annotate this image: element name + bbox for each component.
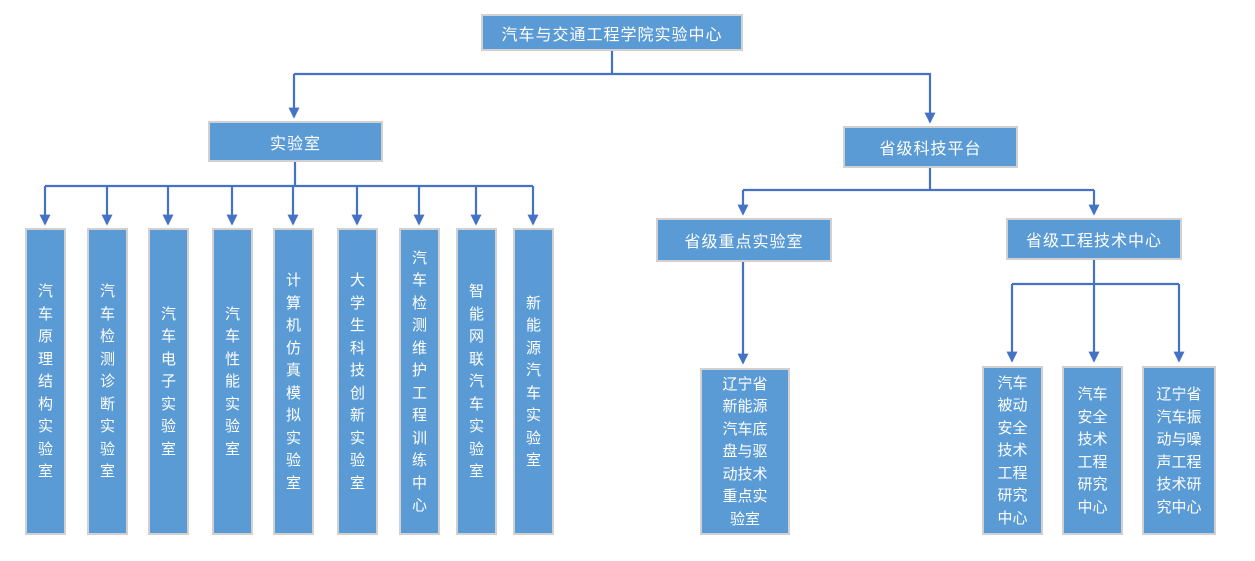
- node-eng-center-2: 汽车安全技术工程研究中心: [1062, 366, 1123, 535]
- node-key-lab-1-label: 辽宁省新能源汽车底盘与驱动技术重点实验室: [722, 374, 768, 528]
- node-lab-7: 汽车检测维护工程训练中心: [399, 228, 440, 535]
- node-eng-center-1: 汽车被动安全技术工程研究中心: [982, 366, 1043, 535]
- node-laboratories: 实验室: [208, 121, 383, 162]
- node-lab-6: 大学生科技创新实验室: [337, 228, 378, 535]
- node-root-label: 汽车与交通工程学院实验中心: [501, 24, 723, 44]
- node-provincial-key-lab-group: 省级重点实验室: [656, 218, 832, 262]
- node-lab-3-label: 汽车电子实验室: [160, 304, 176, 458]
- node-lab-9-label: 新能源汽车实验室: [525, 293, 541, 470]
- node-eng-center-1-label: 汽车被动安全技术工程研究中心: [997, 373, 1028, 527]
- node-lab-2: 汽车检测诊断实验室: [87, 228, 128, 535]
- node-eng-center-3: 辽宁省汽车振动与噪声工程技术研究中心: [1142, 366, 1216, 535]
- node-laboratories-label: 实验室: [269, 133, 321, 153]
- node-lab-3: 汽车电子实验室: [148, 228, 189, 535]
- node-lab-4-label: 汽车性能实验室: [224, 304, 240, 458]
- node-provincial-eng-center-group-label: 省级工程技术中心: [1025, 231, 1162, 250]
- node-lab-6-label: 大学生科技创新实验室: [349, 271, 365, 492]
- node-lab-5: 计算机仿真模拟实验室: [273, 228, 314, 535]
- node-eng-center-2-label: 汽车安全技术工程研究中心: [1077, 385, 1108, 516]
- node-lab-2-label: 汽车检测诊断实验室: [99, 282, 115, 481]
- node-lab-7-label: 汽车检测维护工程训练中心: [411, 248, 427, 515]
- node-eng-center-3-label: 辽宁省汽车振动与噪声工程技术研究中心: [1156, 385, 1202, 516]
- node-lab-1-label: 汽车原理结构实验室: [37, 282, 53, 481]
- node-provincial-platform-label: 省级科技平台: [879, 139, 982, 158]
- node-lab-8-label: 智能网联汽车实验室: [468, 282, 484, 481]
- node-lab-1: 汽车原理结构实验室: [25, 228, 66, 535]
- node-provincial-key-lab-group-label: 省级重点实验室: [684, 232, 804, 251]
- node-provincial-platform: 省级科技平台: [843, 126, 1018, 168]
- node-lab-8: 智能网联汽车实验室: [456, 228, 497, 535]
- node-lab-4: 汽车性能实验室: [212, 228, 253, 535]
- node-root: 汽车与交通工程学院实验中心: [481, 14, 743, 51]
- node-lab-5-label: 计算机仿真模拟实验室: [285, 271, 301, 492]
- node-lab-9: 新能源汽车实验室: [513, 228, 554, 535]
- node-provincial-eng-center-group: 省级工程技术中心: [1006, 218, 1182, 260]
- node-key-lab-1: 辽宁省新能源汽车底盘与驱动技术重点实验室: [700, 368, 790, 535]
